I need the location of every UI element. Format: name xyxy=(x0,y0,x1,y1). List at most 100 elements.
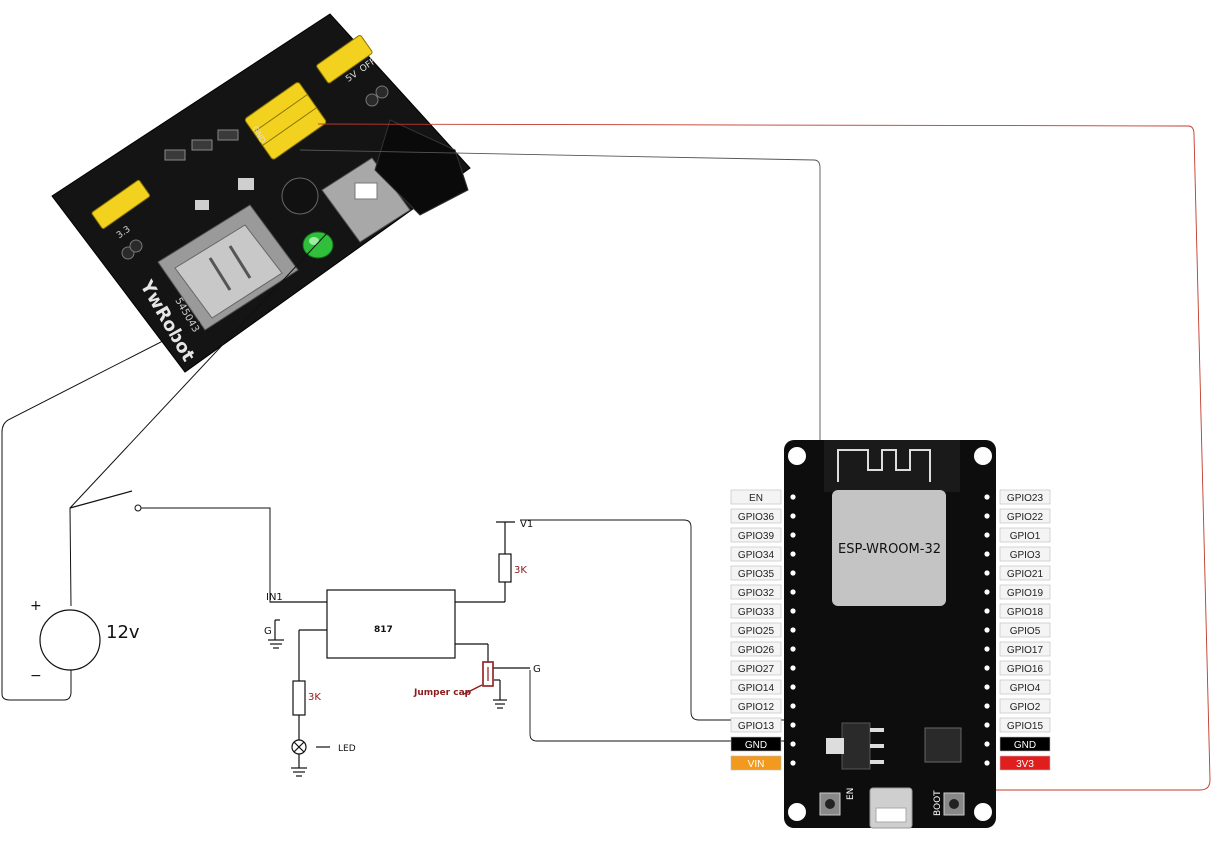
right-pin-label: GPIO15 xyxy=(1007,721,1044,732)
antenna-trace xyxy=(837,449,931,482)
label-resistor-left: 3K xyxy=(308,692,321,703)
dc-jack xyxy=(374,119,469,216)
left-pin-hole xyxy=(790,703,796,709)
right-pin-hole xyxy=(984,589,990,595)
right-pin-label-box xyxy=(999,717,1051,733)
right-pin-label: GPIO4 xyxy=(1010,683,1041,694)
wire-switch-to-in1 xyxy=(141,507,327,603)
left-pin-label-box xyxy=(730,489,782,505)
battery-symbol xyxy=(39,609,101,671)
left-pin-label-box xyxy=(730,584,782,600)
power-module: 5V OFF 3.3 xyxy=(51,13,471,373)
right-pin-hole xyxy=(984,703,990,709)
left-pin-label: GPIO39 xyxy=(738,531,775,542)
label-in1: IN1 xyxy=(266,592,283,603)
optocoupler-chip xyxy=(326,589,456,659)
module-shield xyxy=(832,490,946,606)
boot-button[interactable] xyxy=(943,792,965,816)
left-pin-label-box xyxy=(730,546,782,562)
left-pin-hole xyxy=(790,741,796,747)
left-pin-label-box xyxy=(730,660,782,676)
power-switch xyxy=(321,157,411,243)
module-label: ESP-WROOM-32 xyxy=(838,542,941,557)
left-pin-hole xyxy=(790,570,796,576)
battery-voltage: 12v xyxy=(106,622,140,643)
label-en-button: EN xyxy=(846,788,856,800)
right-pin-label-box xyxy=(999,641,1051,657)
left-pin-label: GPIO35 xyxy=(738,569,775,580)
right-pin-label-box xyxy=(999,603,1051,619)
left-pin-hole xyxy=(790,722,796,728)
resistor-left xyxy=(292,680,306,716)
left-pin-label: EN xyxy=(749,493,763,504)
right-pin-label: GPIO2 xyxy=(1010,702,1041,713)
wire-g-gnd xyxy=(529,670,793,742)
battery-minus: − xyxy=(30,668,42,684)
battery: + − 12v xyxy=(30,598,140,684)
smd-components xyxy=(164,129,254,210)
right-pin-hole xyxy=(984,608,990,614)
wire-v1-gpio13 xyxy=(520,519,793,721)
right-pin-label: GPIO19 xyxy=(1007,588,1044,599)
right-pin-hole xyxy=(984,570,990,576)
left-pin-label-box xyxy=(730,622,782,638)
left-pin-hole xyxy=(790,513,796,519)
right-pin-label: GPIO22 xyxy=(1007,512,1044,523)
label-g-output: G xyxy=(533,664,541,675)
right-pin-label: GPIO21 xyxy=(1007,569,1044,580)
uart-chip xyxy=(924,727,962,763)
right-pin-hole xyxy=(984,684,990,690)
right-pin-label: GPIO17 xyxy=(1007,645,1044,656)
left-pin-hole xyxy=(790,532,796,538)
left-pin-hole xyxy=(790,684,796,690)
right-pin-hole xyxy=(984,532,990,538)
right-pin-label-box xyxy=(999,508,1051,524)
left-pin-label-box xyxy=(730,755,782,771)
power-module-board xyxy=(51,13,471,373)
left-pin-hole xyxy=(790,760,796,766)
wire-battery-minus xyxy=(1,321,201,701)
chip-label-817: 817 xyxy=(374,625,393,635)
right-pin-hole xyxy=(984,722,990,728)
esp32-board: ESP-WROOM-32 EN BOOT xyxy=(784,440,996,829)
right-pin-label: GPIO1 xyxy=(1010,531,1041,542)
left-pin-hole xyxy=(790,551,796,557)
label-v1: V1 xyxy=(520,519,533,530)
right-pin-label-box xyxy=(999,565,1051,581)
right-pin-label-box xyxy=(999,698,1051,714)
right-pin-label: GPIO23 xyxy=(1007,493,1044,504)
right-pin-label-box xyxy=(999,660,1051,676)
left-pin-label-box xyxy=(730,641,782,657)
right-pin-label: GPIO5 xyxy=(1010,626,1041,637)
left-pin-label-box xyxy=(730,508,782,524)
label-jumper-cap: Jumper cap xyxy=(413,688,472,698)
right-pin-hole xyxy=(984,646,990,652)
left-pin-label: GPIO12 xyxy=(738,702,775,713)
left-pin-label-box xyxy=(730,717,782,733)
optocoupler-labels: 817 IN1 G V1 G 3K 3K LED Jumper cap xyxy=(264,519,541,754)
left-pin-label-box xyxy=(730,679,782,695)
jumper-center xyxy=(244,82,327,160)
label-boot-button: BOOT xyxy=(933,790,943,816)
antenna-area xyxy=(824,440,960,492)
right-pin-label-box xyxy=(999,679,1051,695)
right-pin-hole xyxy=(984,551,990,557)
left-pin-hole xyxy=(790,589,796,595)
left-pin-label: GPIO26 xyxy=(738,645,775,656)
left-pin-label: GPIO14 xyxy=(738,683,775,694)
en-button[interactable] xyxy=(819,792,841,816)
left-pin-label: GPIO33 xyxy=(738,607,775,618)
label-g-input: G xyxy=(264,626,272,637)
label-resistor-top: 3K xyxy=(514,565,527,576)
left-pin-hole xyxy=(790,494,796,500)
right-pin-label-box xyxy=(999,584,1051,600)
right-pin-hole xyxy=(984,760,990,766)
left-pin-label-box xyxy=(730,698,782,714)
right-pin-label: GND xyxy=(1014,740,1036,751)
esp32-right-pins: GPIO23GPIO22GPIO1GPIO3GPIO21GPIO19GPIO18… xyxy=(984,489,1051,771)
left-pin-label: VIN xyxy=(748,759,765,770)
right-pin-hole xyxy=(984,741,990,747)
right-pin-hole xyxy=(984,494,990,500)
left-pin-label-box xyxy=(730,736,782,752)
